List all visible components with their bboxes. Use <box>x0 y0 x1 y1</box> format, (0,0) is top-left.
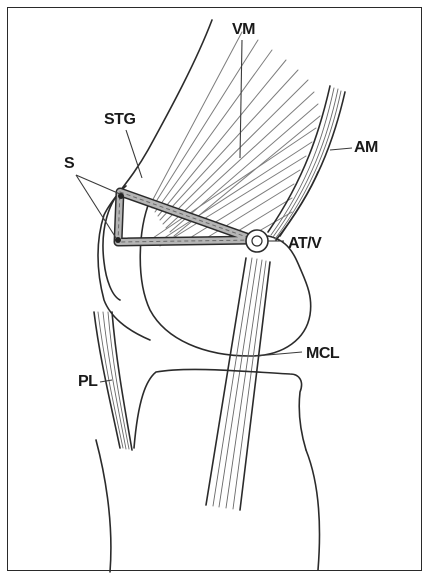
adductor-tubercle-tunnel <box>246 230 268 252</box>
label-stg: STG <box>104 111 135 128</box>
label-pl: PL <box>78 373 98 390</box>
label-mcl: MCL <box>306 345 340 362</box>
patellar-ligament <box>94 312 132 450</box>
label-s: S <box>64 155 75 172</box>
label-atv: AT/V <box>288 235 322 252</box>
leader-am <box>330 148 352 150</box>
tibia-outline <box>96 440 111 572</box>
leader-mcl <box>256 352 302 356</box>
leader-vm <box>240 40 242 158</box>
tibia-shaft <box>306 450 320 570</box>
femoral-condyle <box>140 200 310 356</box>
tibia-plateau <box>134 369 306 450</box>
stg-graft <box>115 192 255 243</box>
label-am: AM <box>354 139 378 156</box>
femur-outline <box>98 20 212 340</box>
label-vm: VM <box>232 21 255 38</box>
medial-collateral-ligament <box>206 258 270 510</box>
